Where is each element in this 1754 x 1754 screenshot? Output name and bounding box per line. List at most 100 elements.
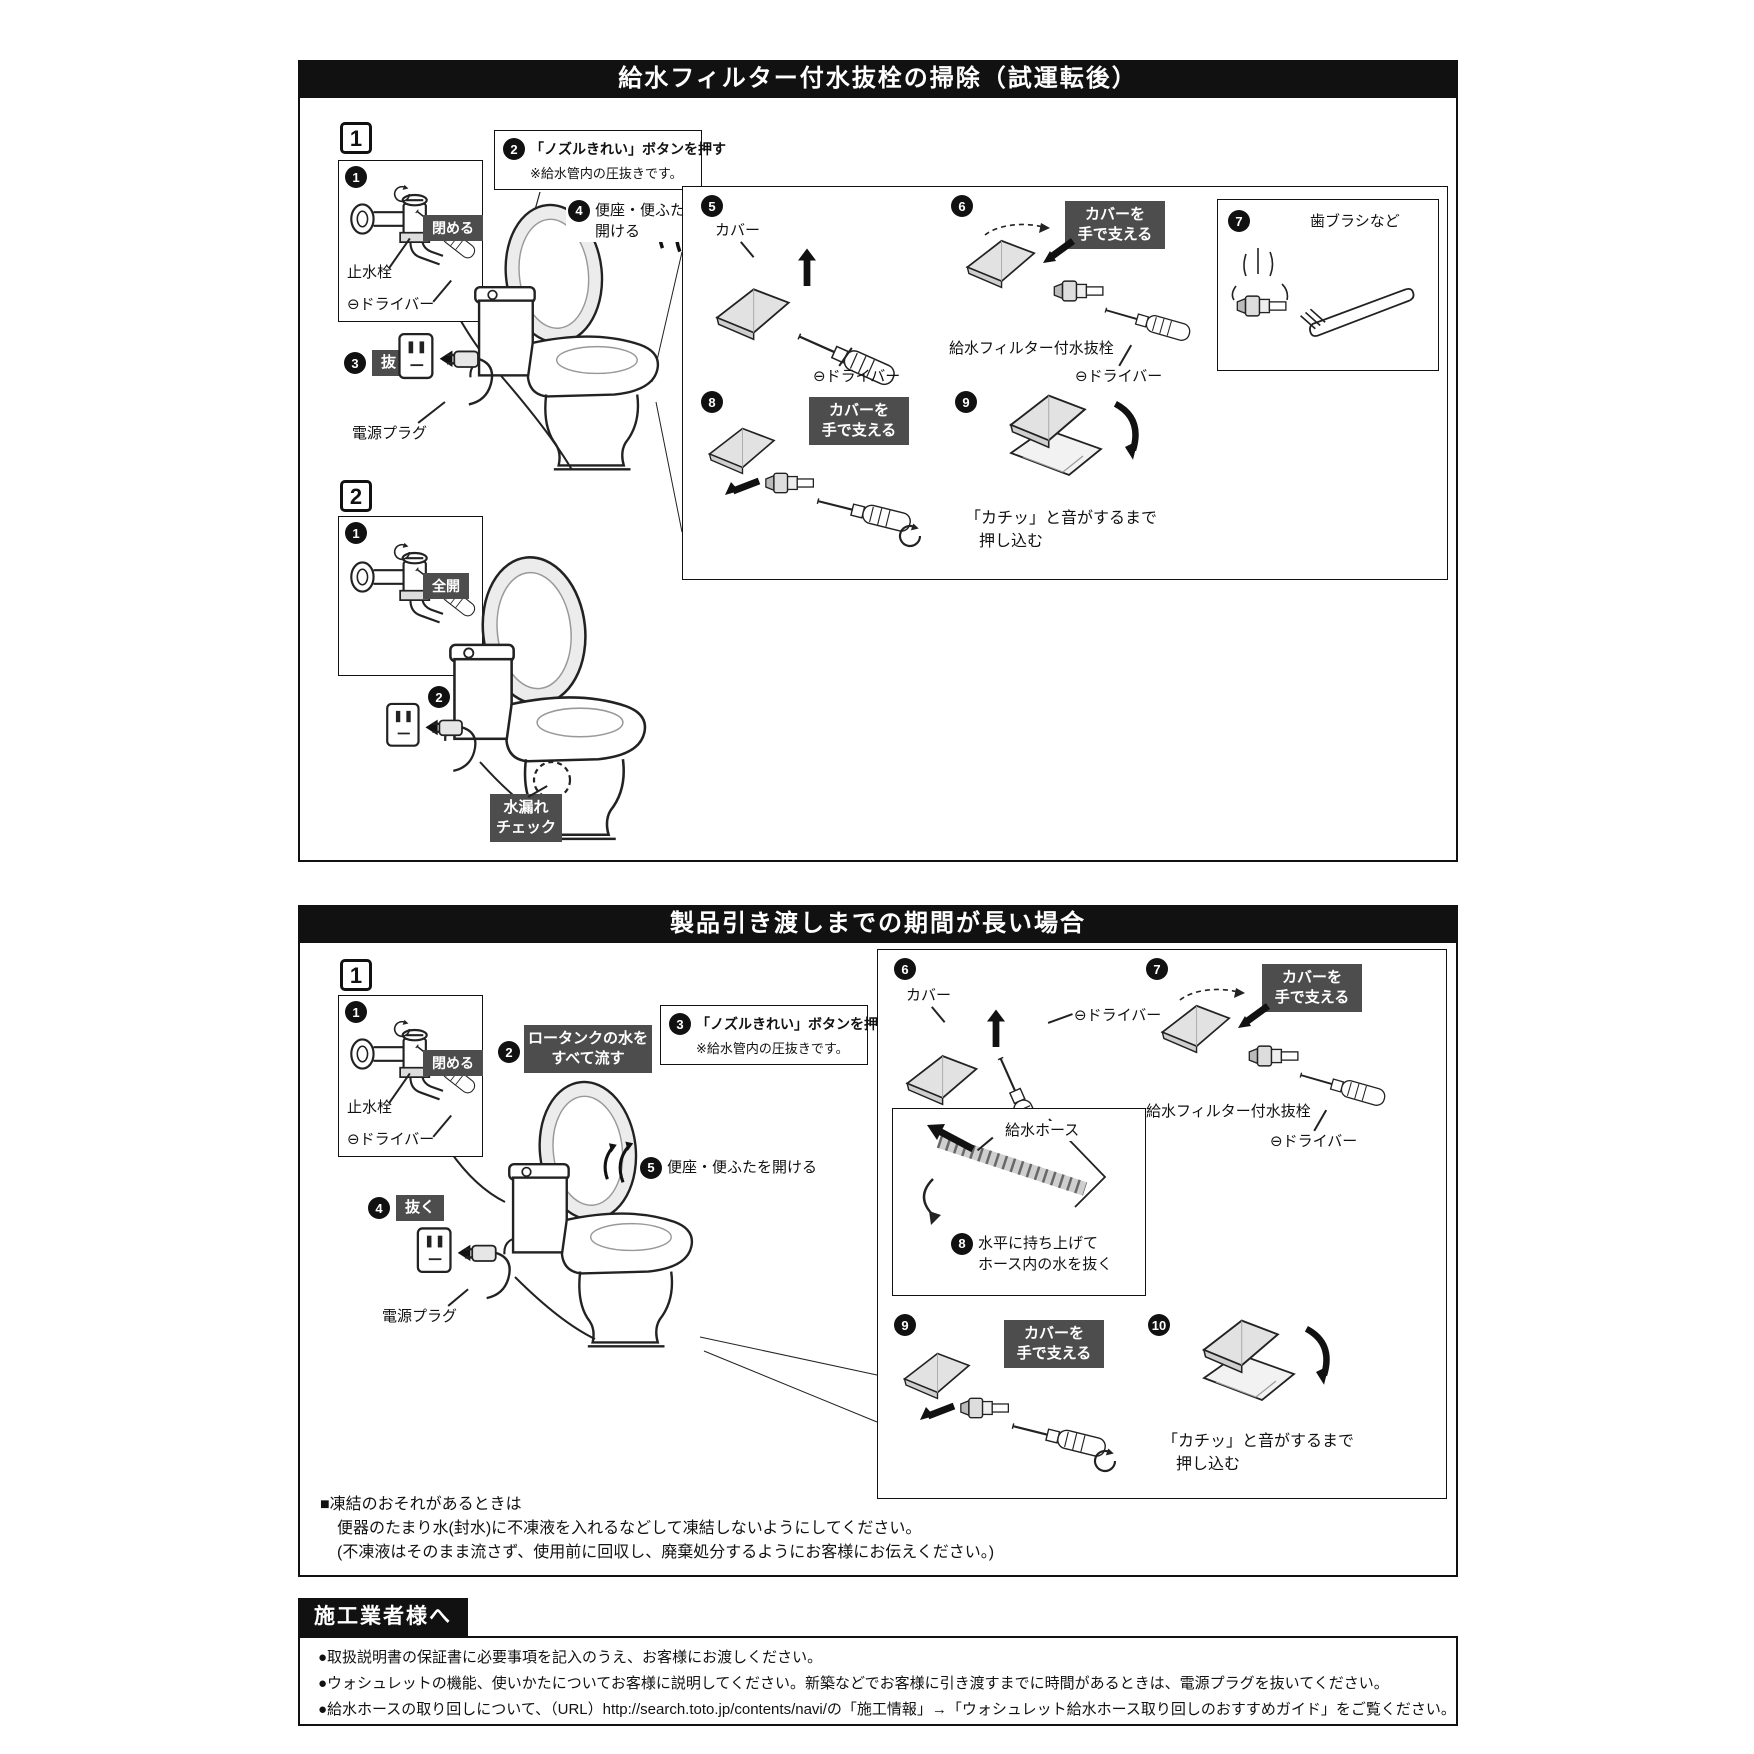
stop-valve-box: 1 閉める 止水栓 ⊖ドライバー [338, 160, 483, 322]
screwdriver-illustration [1009, 1416, 1109, 1459]
unplug-badge: 抜く [396, 1195, 445, 1221]
cover-support-line2: 手で支える [1016, 1345, 1092, 1362]
freeze-warning: ■凍結のおそれがあるときは 便器のたまり水(封水)に不凍液を入れるなどして凍結し… [320, 1493, 994, 1565]
step-number-5: 5 [640, 1157, 662, 1179]
lift-arrow-icon [798, 249, 816, 287]
step-number-7: 7 [1146, 958, 1168, 980]
step-marker-1: 1 [340, 122, 372, 154]
step-number-2: 2 [428, 686, 450, 708]
leak-check-badge: 水漏れ チェック [490, 794, 562, 842]
step-number-2: 2 [498, 1041, 520, 1063]
push-arrow-icon [1306, 1329, 1328, 1385]
leak-check-line1: 水漏れ [503, 799, 549, 816]
cover-illustration [716, 288, 790, 341]
seat-open-text-2: 開ける [595, 223, 641, 240]
nozzle-clean-note: 2 「ノズルきれい」ボタンを押す ※給水管内の圧抜きです。 [494, 130, 726, 190]
cover-support-badge: カバーを 手で支える [1262, 964, 1362, 1012]
step-number-6: 6 [894, 958, 916, 980]
contractor-note-box: ●取扱説明書の保証書に必要事項を記入のうえ、お客様にお渡しください。 ●ウォシュ… [298, 1636, 1458, 1726]
drain-plug-illustration [960, 1397, 1010, 1419]
step-number-4: 4 [568, 200, 590, 222]
hose-drain-scene [922, 1118, 1107, 1225]
step-number-9: 9 [894, 1314, 916, 1336]
step-number-9: 9 [955, 391, 977, 413]
nozzle-clean-note: 3 「ノズルきれい」ボタンを押す ※給水管内の圧抜きです。 [660, 1005, 892, 1065]
plug-reinstall-scene [903, 1352, 1117, 1473]
toilet-illustration [503, 1075, 694, 1348]
nozzle-note-text: 「ノズルきれい」ボタンを押す [696, 1016, 892, 1032]
step-number-3: 3 [344, 352, 366, 374]
cover-label: カバー [715, 222, 761, 239]
screwdriver-label: ⊖ドライバー [347, 296, 435, 313]
flush-tank-line2: すべて流す [551, 1050, 625, 1067]
cover-support-line1: カバーを [828, 402, 889, 419]
screwdriver-label: ⊖ドライバー [1075, 368, 1163, 385]
stop-valve-box: 1 閉める 止水栓 ⊖ドライバー [338, 995, 483, 1157]
hose-lift-line1: 水平に持ち上げて [978, 1235, 1099, 1252]
section-cleaning-title: 給水フィルター付水抜栓の掃除（試運転後） [298, 60, 1458, 98]
cover-push-scene [1202, 1319, 1346, 1402]
step-number-6: 6 [951, 195, 973, 217]
leader-line [1118, 344, 1132, 367]
power-plug-label: 電源プラグ [352, 425, 428, 442]
stop-valve-label: 止水栓 [347, 1099, 393, 1116]
push-click-note: 「カチッ」と音がするまで 押し込む [1162, 1430, 1354, 1476]
step-number-5: 5 [701, 195, 723, 217]
cover-support-badge: カバーを 手で支える [809, 397, 909, 445]
flush-tank-badge: ロータンクの水を すべて流す [524, 1025, 652, 1073]
cover-support-line1: カバーを [1084, 206, 1145, 223]
screwdriver-label: ⊖ドライバー [1270, 1133, 1358, 1150]
step-number-1: 1 [345, 522, 367, 544]
click-note-line2: 押し込む [1176, 1456, 1241, 1473]
freeze-warning-line1: 便器のたまり水(封水)に不凍液を入れるなどして凍結しないようにしてください。 [337, 1520, 922, 1537]
full-open-badge: 全開 [423, 573, 469, 599]
cover-label: カバー [906, 987, 952, 1004]
step-marker-1: 1 [340, 959, 372, 991]
screwdriver-illustration [1297, 1066, 1388, 1109]
contractor-bullet-2: ●ウォシュレットの機能、使いかたについてお客様に説明してください。新築などでお客… [318, 1675, 1389, 1692]
cover-illustration [1161, 1004, 1231, 1054]
cover-support-line1: カバーを [1281, 969, 1342, 986]
drain-plug-illustration [1236, 295, 1287, 317]
click-note-line2: 押し込む [979, 533, 1044, 550]
contractor-bullet-3: ●給水ホースの取り回しについて、（URL）http://search.toto.… [318, 1701, 1456, 1718]
close-badge: 閉める [423, 1050, 483, 1076]
detail-steps-box: 6 カバー ⊖ドライバー 7 カバーを 手で支える 給水フィルター付水抜栓 ⊖ド… [877, 949, 1447, 1499]
nozzle-note-text: 「ノズルきれい」ボタンを押す [530, 141, 726, 157]
nozzle-note-subtext: ※給水管内の圧抜きです。 [696, 1041, 849, 1056]
nozzle-note-subtext: ※給水管内の圧抜きです。 [530, 166, 683, 181]
click-note-line1: 「カチッ」と音がするまで [1162, 1433, 1355, 1450]
toothbrush-box: 7 歯ブラシなど [1217, 199, 1439, 371]
power-plug-illustration [416, 1227, 511, 1300]
power-plug-illustration [398, 332, 494, 406]
leak-check-highlight [532, 760, 572, 800]
step-number-3: 3 [669, 1013, 691, 1035]
toothbrush-illustration [1299, 287, 1415, 337]
cover-pry-scene [716, 245, 899, 389]
cover-support-badge: カバーを 手で支える [1065, 201, 1165, 249]
close-badge: 閉める [423, 215, 483, 241]
contractor-tab-title: 施工業者様へ [298, 1598, 468, 1636]
push-arrow-icon [1115, 404, 1137, 460]
step-number-8: 8 [701, 391, 723, 413]
detail-steps-box: 5 カバー ⊖ドライバー 6 カバーを 手で支える 給水フィルター付水抜栓 ⊖ド… [682, 186, 1448, 580]
cover-illustration [708, 427, 775, 475]
push-click-note: 「カチッ」と音がするまで 押し込む [965, 507, 1157, 553]
step-number-1: 1 [345, 166, 367, 188]
hose-lift-line2: ホース内の水を抜く [978, 1256, 1113, 1273]
step-number-7: 7 [1228, 210, 1250, 232]
lift-arrow-icon [987, 1010, 1005, 1048]
stop-valve-label: 止水栓 [347, 264, 393, 281]
plug-reinstall-scene [708, 427, 922, 548]
nozzle-note-line1: 2 「ノズルきれい」ボタンを押す [503, 138, 726, 160]
power-plug-label: 電源プラグ [382, 1308, 458, 1325]
freeze-warning-title: ■凍結のおそれがあるときは [320, 1496, 522, 1513]
power-plug-illustration [386, 702, 477, 773]
screwdriver-illustration [1102, 301, 1193, 344]
contractor-notes: ●取扱説明書の保証書に必要事項を記入のうえ、お客様にお渡しください。 ●ウォシュ… [318, 1645, 1456, 1723]
